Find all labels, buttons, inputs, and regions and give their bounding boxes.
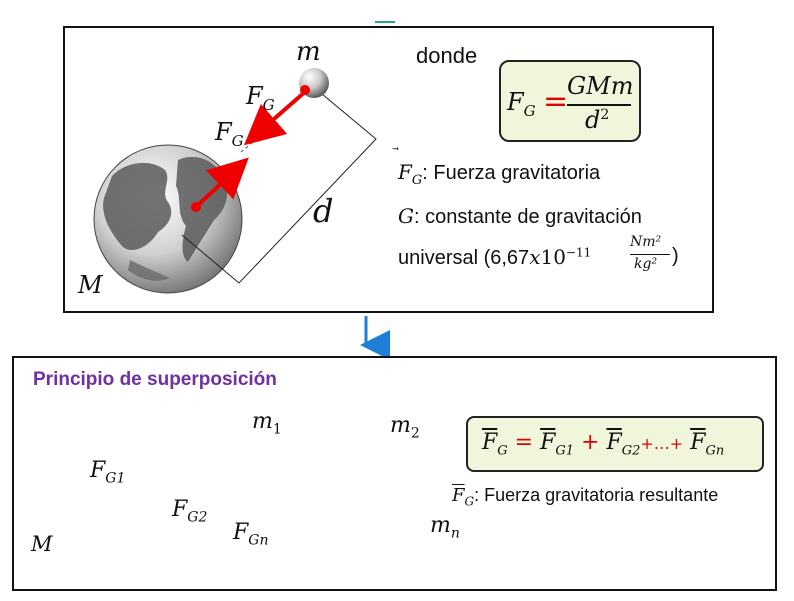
force-arrow-on-m (243, 89, 308, 146)
label-m1: m1 (252, 409, 282, 437)
fgn-sub: Gn (248, 532, 269, 549)
formula-den-exp: 2 (600, 107, 610, 123)
mn-sym: m (430, 513, 451, 538)
legend-unit-den: kg² (634, 256, 658, 272)
label-big-mass: M (78, 271, 103, 299)
label-fg2: FG2 (172, 497, 207, 525)
fgn-F: F (233, 520, 249, 545)
label-force-upper: FG (246, 82, 275, 114)
distance-bracket (181, 93, 377, 284)
formula-den-d: d (585, 106, 601, 134)
bf-plus: + (581, 430, 600, 455)
m1-sym: m (252, 409, 273, 434)
legend-fg-sub: G (411, 173, 423, 188)
legend-fg: ⃗FG: Fuerza gravitatoria (398, 160, 600, 188)
label-small-mass: m (296, 37, 321, 67)
bf-eq: = (514, 430, 534, 455)
bottom-legend-text: : Fuerza gravitatoria resultante (474, 485, 719, 505)
mn-sub: n (450, 525, 460, 542)
bf-F: F (482, 430, 498, 455)
label-fgn: FGn (233, 520, 268, 548)
bf-F2: F (606, 430, 622, 455)
m2-sub: 2 (410, 425, 420, 442)
bf-F1: F (540, 430, 556, 455)
legend-exp: −11 (565, 245, 592, 260)
legend-unit-bar (630, 254, 670, 255)
bf-t1: G1 (555, 443, 575, 459)
force-arrow-on-M (194, 157, 249, 209)
formula-equals: = (543, 84, 569, 119)
formula-numerator: GMm (567, 72, 634, 100)
bottom-formula: FG = FG1 + FG2+…+ FGn (482, 430, 724, 458)
legend-universal: universal (6,67x10−11 (398, 245, 591, 270)
force-upper-sub: G (262, 95, 275, 114)
label-force-lower: FG (215, 118, 244, 150)
bottom-legend: FG: Fuerza gravitatoria resultante (452, 485, 718, 509)
legend-g-sym: G (398, 204, 414, 228)
earth-center-dot (191, 202, 201, 212)
formula-denominator: d2 (585, 106, 609, 134)
label-M-bottom: M (31, 532, 53, 556)
formula-lhs-sub: G (523, 101, 536, 120)
fg1-F: F (90, 458, 106, 483)
legend-fg-F: F (398, 160, 412, 184)
legend-fg-sym: ⃗FG (398, 160, 422, 188)
fg2-sub: G2 (187, 509, 208, 526)
label-distance: d (313, 192, 334, 230)
m2-sym: m (390, 413, 411, 438)
legend-unit-fraction: Nm² kg² (628, 234, 674, 278)
bf-dots: +…+ (640, 434, 684, 453)
force-dashed-line (240, 130, 267, 153)
bottom-panel (12, 356, 777, 591)
top-formula-box: FG = GMm d2 (499, 60, 641, 142)
legend-g-text: : constante de gravitación (413, 206, 642, 228)
bottom-legend-F: F (452, 485, 465, 506)
bottom-formula-box: FG = FG1 + FG2+…+ FGn (466, 416, 764, 472)
superposition-title: Principio de superposición (33, 369, 277, 390)
force-lower-F: F (215, 118, 232, 146)
force-lower-sub: G (231, 131, 244, 150)
bf-Fn: F (690, 430, 706, 455)
force-upper-F: F (246, 82, 263, 110)
legend-g: G: constante de gravitación (398, 204, 642, 229)
bf-G: G (497, 443, 508, 459)
formula-lhs: FG (507, 88, 536, 120)
small-mass-dot (300, 85, 310, 95)
formula-fraction-bar (567, 104, 631, 106)
earth-globe (93, 144, 243, 294)
bottom-legend-sub: G (464, 494, 475, 509)
legend-fg-text: : Fuerza gravitatoria (422, 162, 601, 184)
m1-sub: 1 (272, 421, 282, 438)
bf-tn: Gn (705, 443, 725, 459)
label-fg1: FG1 (90, 458, 125, 486)
legend-unit-num: Nm² (630, 234, 662, 250)
fg2-F: F (172, 497, 188, 522)
formula-lhs-F: F (507, 88, 524, 116)
label-mn: mn (430, 513, 460, 541)
label-m2: m2 (390, 413, 420, 441)
legend-ten: 10 (540, 245, 566, 269)
donde-text: donde (416, 43, 478, 68)
bf-t2: G2 (621, 443, 641, 459)
legend-close-paren: ) (672, 245, 679, 267)
fg1-sub: G1 (105, 470, 126, 487)
legend-universal-text: universal (6,67 (398, 247, 530, 269)
legend-x: x (529, 245, 541, 269)
